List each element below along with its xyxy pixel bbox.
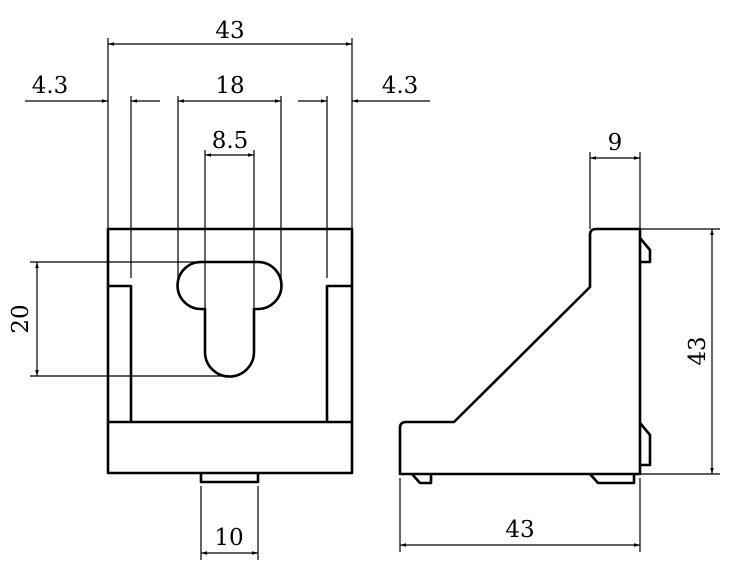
keyhole-slot xyxy=(176,260,283,378)
dim-slot-height-label: 20 xyxy=(8,304,34,333)
front-view xyxy=(106,227,354,484)
bottom-clip-left xyxy=(411,473,433,485)
bottom-tab xyxy=(199,473,260,484)
lower-clip xyxy=(639,422,652,467)
dim-stem-width-label: 8.5 xyxy=(212,128,249,154)
right-slot xyxy=(325,284,352,422)
front-outline xyxy=(106,227,354,475)
side-dimensions: 9 43 43 xyxy=(399,130,720,552)
dim-left-offset-label: 4.3 xyxy=(32,73,69,99)
dim-base-width-label: 43 xyxy=(505,517,534,543)
dim-top-thickness-label: 9 xyxy=(608,130,623,156)
front-dimensions: 43 4.3 4.3 18 8.5 20 10 xyxy=(8,18,430,560)
dim-height-label: 43 xyxy=(685,336,711,365)
dim-head-width-label: 18 xyxy=(215,73,244,99)
side-view xyxy=(398,227,652,485)
dim-right-offset-label: 4.3 xyxy=(382,73,419,99)
left-slot xyxy=(108,284,133,422)
top-clip xyxy=(639,237,652,264)
dim-tab-width-label: 10 xyxy=(214,525,243,551)
dim-width-label: 43 xyxy=(215,18,244,44)
side-outline xyxy=(398,227,642,476)
bottom-clip-right xyxy=(589,473,636,485)
